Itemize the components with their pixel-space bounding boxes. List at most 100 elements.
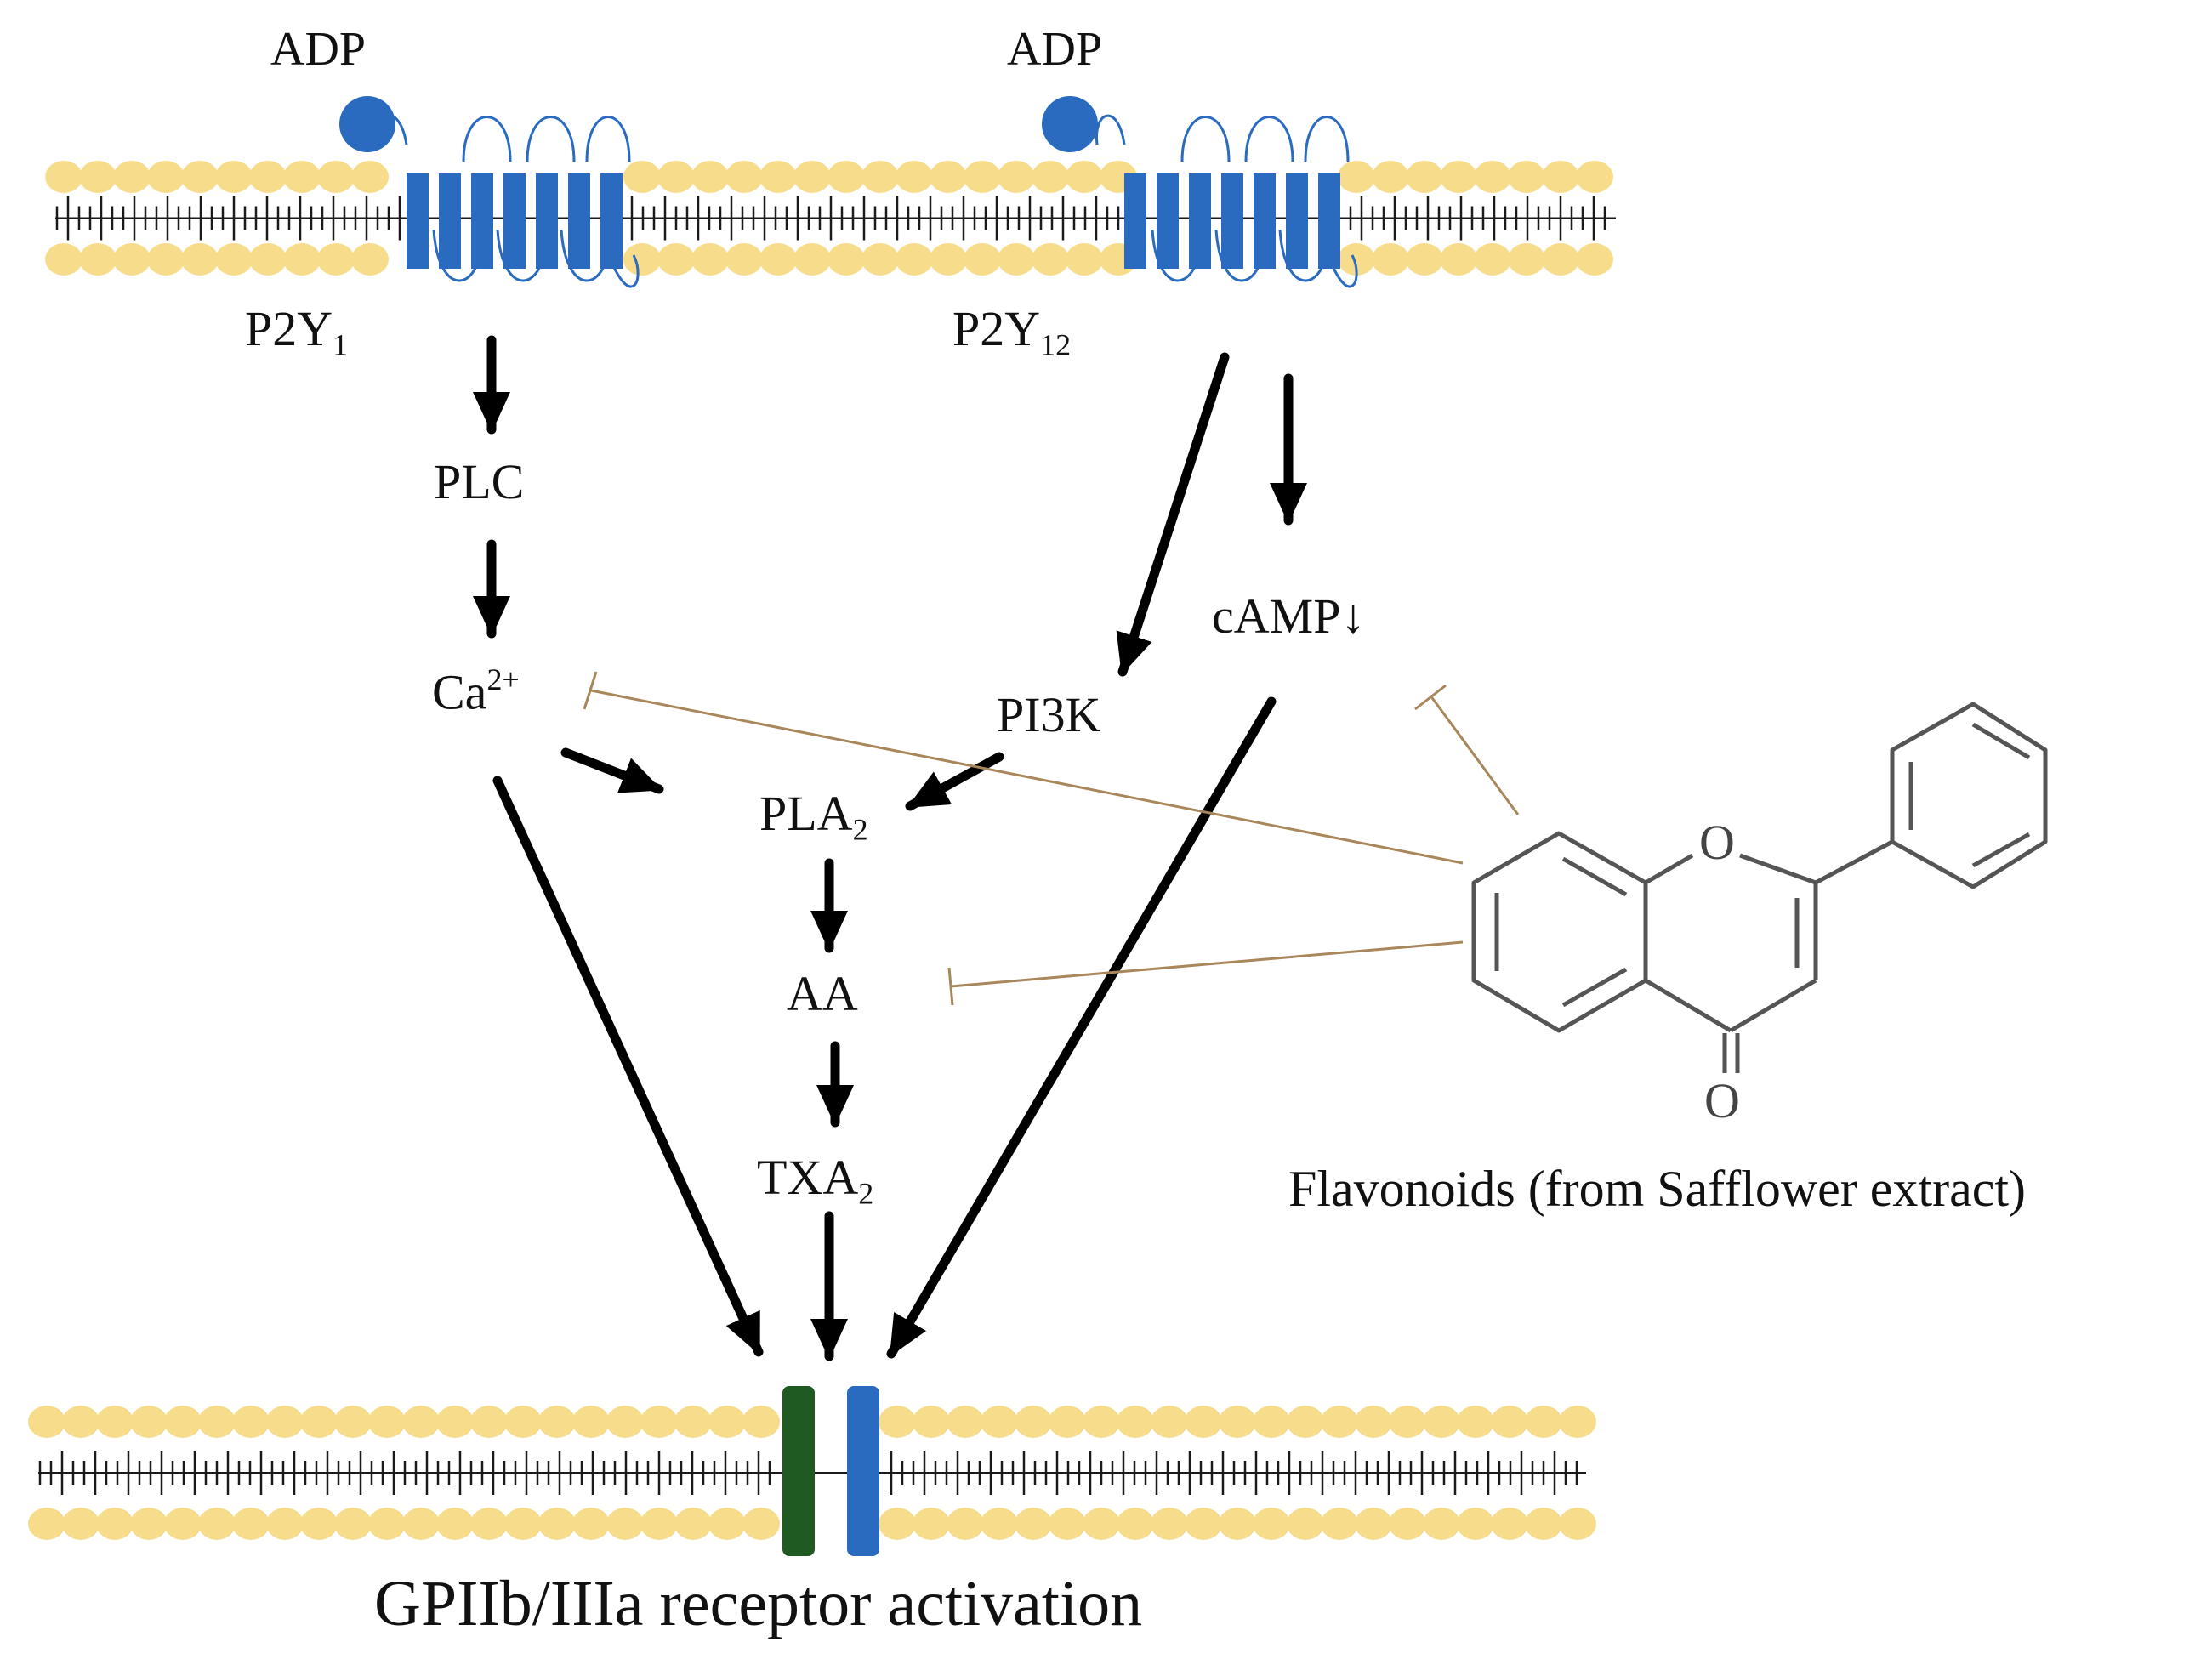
lipid-head (1083, 1508, 1120, 1540)
lipid-head (742, 1406, 780, 1438)
lipid-head (317, 243, 355, 276)
lipid-head (964, 161, 1001, 193)
lipid-head (283, 161, 321, 193)
lipid-head (164, 1508, 202, 1540)
lipid-head (402, 1508, 440, 1540)
lipid-head (1117, 1406, 1154, 1438)
lipid-head (827, 161, 865, 193)
molecule-oxygen-carbonyl: O (1704, 1073, 1740, 1128)
footer-title: GPIIb/IIIa receptor activation (374, 1568, 1143, 1639)
lipid-head (504, 1508, 542, 1540)
lipid-head (402, 1406, 440, 1438)
lipid-head (1372, 243, 1409, 276)
lipid-head (725, 243, 763, 276)
adp-label-right: ADP (1007, 23, 1103, 76)
adp-label-left: ADP (270, 23, 367, 76)
lipid-head (1508, 161, 1545, 193)
lipid-head (759, 161, 797, 193)
lipid-head (623, 161, 661, 193)
lipid-head (1049, 1508, 1086, 1540)
lipid-head (181, 161, 219, 193)
lipid-head (1219, 1406, 1256, 1438)
lipid-head (351, 161, 389, 193)
lipid-head (1440, 243, 1477, 276)
lipid-head (674, 1508, 712, 1540)
lipid-head (28, 1406, 65, 1438)
lipid-head (1253, 1508, 1290, 1540)
aa-label: AA (787, 966, 858, 1021)
lipid-head (913, 1508, 950, 1540)
lipid-head (1542, 243, 1579, 276)
lipid-head (827, 243, 865, 276)
lipid-head (266, 1508, 304, 1540)
lipid-head (300, 1406, 338, 1438)
lipid-head (1525, 1406, 1562, 1438)
inhibit-aa-bar (947, 967, 954, 1006)
lipid-head (436, 1508, 474, 1540)
lipid-head (725, 161, 763, 193)
lipid-head (470, 1508, 508, 1540)
lipid-head (1423, 1406, 1460, 1438)
arrow-camp-gpiib (886, 696, 1277, 1359)
lipid-head (1525, 1508, 1562, 1540)
lipid-head (130, 1508, 168, 1540)
lipid-head (249, 243, 287, 276)
lipid-head (793, 243, 831, 276)
lipid-head (215, 243, 253, 276)
lipid-head (1474, 161, 1511, 193)
lipid-head (368, 1508, 406, 1540)
arrow-pi3k-pla2 (905, 752, 1004, 811)
lipid-head (198, 1406, 236, 1438)
lipid-head (504, 1406, 542, 1438)
arrow-p2y12-pi3k (1116, 352, 1230, 677)
lipid-head (351, 243, 389, 276)
lipid-head (96, 1508, 134, 1540)
lipid-head (691, 243, 729, 276)
lipid-head (1117, 1508, 1154, 1540)
lipid-head (1253, 1406, 1290, 1438)
lipid-head (147, 243, 185, 276)
adp-ligand-left (339, 96, 395, 152)
lipid-head (1287, 1406, 1324, 1438)
p2y1-label: P2Y1 (245, 301, 349, 362)
lipid-head (266, 1406, 304, 1438)
lipid-head (759, 243, 797, 276)
lipid-head (232, 1406, 270, 1438)
lipid-head (96, 1406, 134, 1438)
lipid-head (572, 1508, 610, 1540)
lipid-head (879, 1508, 916, 1540)
lipid-head (1083, 1406, 1120, 1438)
lipid-head (640, 1508, 678, 1540)
lipid-head (1389, 1508, 1426, 1540)
lipid-head (657, 161, 695, 193)
lipid-head (1338, 243, 1375, 276)
bottom-membrane (28, 1406, 1596, 1540)
lipid-head (198, 1508, 236, 1540)
inhibition-lines (583, 671, 1520, 1006)
lipid-head (708, 1406, 746, 1438)
lipid-head (113, 161, 151, 193)
lipid-head (691, 161, 729, 193)
lipid-head (334, 1406, 372, 1438)
lipid-head (1474, 243, 1511, 276)
gpiiia-subunit (847, 1386, 879, 1556)
lipid-head (79, 161, 117, 193)
lipid-head (470, 1406, 508, 1438)
lipid-head (1491, 1406, 1528, 1438)
lipid-head (300, 1508, 338, 1540)
lipid-head (708, 1508, 746, 1540)
gpiib-subunit (782, 1386, 815, 1556)
lipid-head (1389, 1406, 1426, 1438)
lipid-head (45, 161, 82, 193)
lipid-head (1032, 243, 1069, 276)
lipid-head (930, 161, 967, 193)
lipid-head (436, 1406, 474, 1438)
lipid-head (606, 1508, 644, 1540)
lipid-head (1542, 161, 1579, 193)
lipid-head (896, 243, 933, 276)
lipid-head (1559, 1406, 1596, 1438)
lipid-head (674, 1406, 712, 1438)
lipid-head (1406, 161, 1443, 193)
lipid-head (1457, 1508, 1494, 1540)
